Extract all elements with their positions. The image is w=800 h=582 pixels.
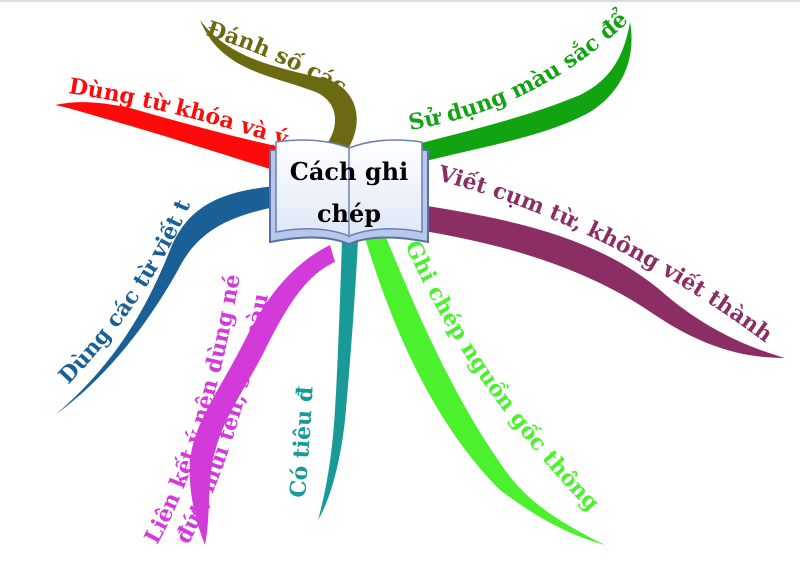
center-title-line2: chép: [317, 199, 381, 228]
branch-danh-so: [200, 20, 357, 175]
branch-nguon-goc: [365, 235, 605, 545]
branch-tu-khoa: [55, 102, 295, 175]
label-viet-tat: Dùng các từ viết tắt: [0, 0, 196, 389]
center-title-line1: Cách ghi: [290, 157, 408, 186]
branch-tieu-de: [318, 240, 358, 520]
branch-viet-cum-tu: [418, 205, 785, 358]
central-topic: Cách ghi chép: [269, 139, 429, 246]
label-danh-so: Đánh số các ý: [0, 0, 358, 104]
branch-viet-tat: [55, 185, 285, 415]
branch-lien-ket: [189, 245, 335, 545]
